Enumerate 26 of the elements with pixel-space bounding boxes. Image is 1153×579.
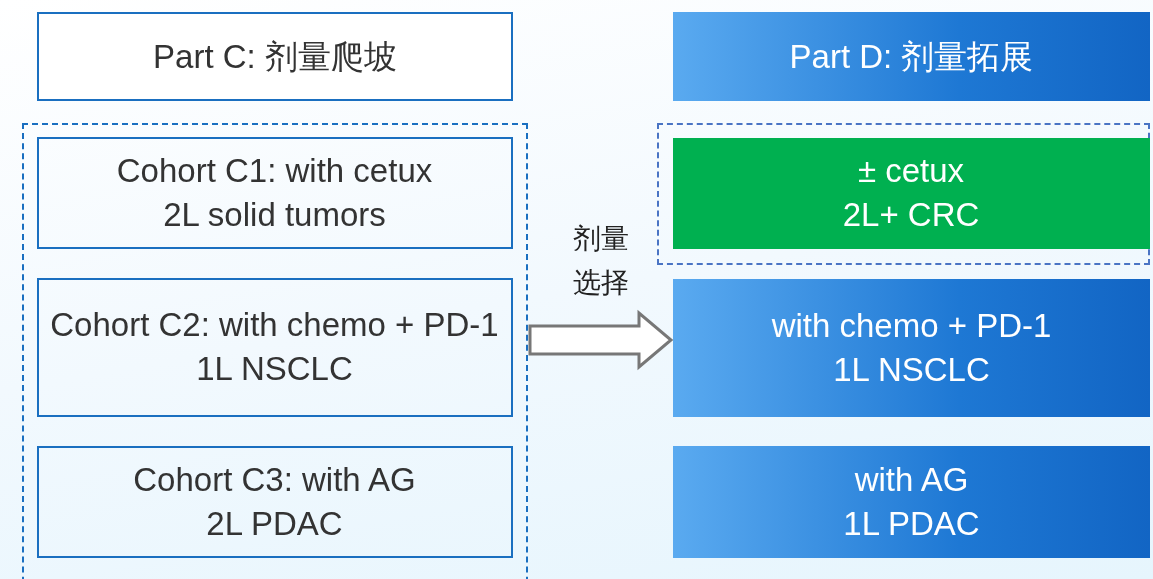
indication-text: 1L NSCLC	[196, 349, 353, 389]
part-title: Part C: 剂量爬坡	[153, 36, 397, 77]
arm-title: with AG	[854, 460, 969, 500]
block-arrow	[528, 309, 674, 371]
indication-text: 1L NSCLC	[833, 350, 990, 390]
part-title: Part D: 剂量拓展	[789, 36, 1034, 77]
cohort-box	[36, 136, 513, 249]
arm-title: with chemo + PD-1	[771, 306, 1052, 346]
cohort-box	[36, 277, 513, 417]
cohort-box	[36, 445, 513, 558]
indication-text: 2L PDAC	[206, 503, 343, 544]
indication-text: 2L solid tumors	[163, 194, 386, 235]
part-header-box	[673, 12, 1150, 101]
indication-text: 2L+ CRC	[842, 195, 980, 235]
arm-title: ± cetux	[857, 151, 965, 191]
cohort-title: Cohort C2: with chemo + PD-1	[50, 305, 499, 345]
arm-box	[673, 279, 1150, 417]
arm-box	[673, 446, 1150, 558]
dashed-group-frame	[657, 123, 1150, 265]
arm-box	[672, 137, 1150, 249]
indication-text: 1L PDAC	[843, 504, 980, 544]
cohort-title: Cohort C3: with AG	[133, 459, 416, 500]
cohort-title: Cohort C1: with cetux	[116, 150, 433, 191]
dashed-group-frame	[22, 123, 528, 579]
part-header-box	[37, 12, 513, 101]
edge-label: 剂量选择	[571, 222, 630, 300]
